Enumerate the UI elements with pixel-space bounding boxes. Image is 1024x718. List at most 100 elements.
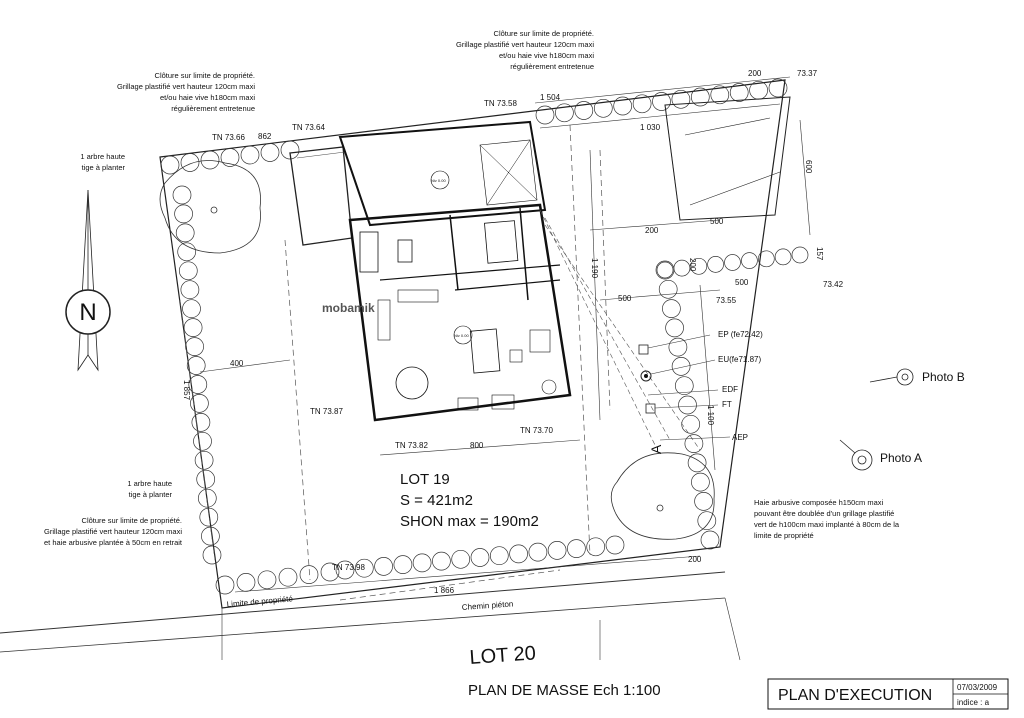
dimension: 400 bbox=[230, 359, 244, 368]
svg-text:et/ou haie vive h180cm maxi: et/ou haie vive h180cm maxi bbox=[499, 51, 594, 60]
lot-shon: SHON max = 190m2 bbox=[400, 513, 539, 530]
dimension: 862 bbox=[258, 132, 272, 141]
hedge-shrub bbox=[528, 542, 548, 562]
hedge-shrub bbox=[757, 250, 775, 268]
hedge-shrub bbox=[671, 89, 691, 109]
note-fence-top-right: Clôture sur limite de propriété. Grillag… bbox=[456, 29, 594, 71]
hedge-shrub bbox=[197, 488, 217, 508]
hedge-shrub bbox=[509, 544, 528, 564]
network-ft: FT bbox=[722, 400, 732, 409]
spot-level: 73.37 bbox=[797, 69, 818, 78]
dimension: 600 bbox=[804, 160, 813, 174]
svg-text:Clôture sur limite de propriét: Clôture sur limite de propriété. bbox=[82, 516, 182, 525]
hedge-shrub bbox=[674, 376, 694, 396]
svg-text:limite de propriété: limite de propriété bbox=[754, 531, 814, 540]
hedge-shrub bbox=[177, 242, 197, 262]
hedge-shrub bbox=[768, 78, 788, 98]
hedge-shrub bbox=[278, 567, 298, 587]
title-block-stamp: PLAN D'EXECUTION bbox=[778, 687, 932, 704]
north-arrow-icon bbox=[65, 189, 111, 372]
dimension: 1 100 bbox=[706, 405, 715, 426]
hedge-shrub bbox=[199, 507, 219, 527]
spot-level: TN 73.98 bbox=[332, 563, 365, 572]
hedge-shrub bbox=[690, 87, 710, 107]
hedge-shrub bbox=[393, 555, 413, 574]
hedge-shrub bbox=[691, 472, 710, 492]
room-level: Niv 0.00 bbox=[431, 178, 446, 183]
network-ep: EP (fe72.42) bbox=[718, 330, 763, 339]
hedge-shrub bbox=[190, 394, 209, 413]
path-label: Chemin piéton bbox=[462, 599, 514, 612]
hedge-shrub bbox=[586, 537, 606, 557]
hedge-shrub bbox=[335, 560, 355, 580]
hedge-shrub bbox=[567, 539, 586, 558]
network-edf: EDF bbox=[722, 385, 738, 394]
hedge-shrub bbox=[180, 280, 200, 300]
hedge-shrub bbox=[658, 279, 678, 299]
hedge-shrub bbox=[632, 94, 652, 114]
hedge-shrub bbox=[196, 469, 216, 489]
hedge-shrub bbox=[194, 450, 214, 470]
hedge-shrub bbox=[236, 573, 256, 592]
eu-marker bbox=[640, 370, 652, 382]
svg-text:Clôture sur limite de propriét: Clôture sur limite de propriété. bbox=[494, 29, 594, 38]
hedge-shrub bbox=[280, 140, 300, 160]
svg-text:Grillage plastifié vert hauteu: Grillage plastifié vert hauteur 120cm ma… bbox=[117, 82, 255, 91]
drawing-title: PLAN DE MASSE Ech 1:100 bbox=[468, 682, 661, 699]
svg-text:tige à planter: tige à planter bbox=[129, 490, 173, 499]
dimension: 200 bbox=[645, 226, 659, 235]
svg-text:1 arbre haute: 1 arbre haute bbox=[80, 152, 125, 161]
hedge-shrub bbox=[700, 530, 720, 550]
svg-text:régulièrement entretenue: régulièrement entretenue bbox=[171, 104, 255, 113]
hedge-shrub bbox=[186, 356, 206, 375]
spot-level: TN 73.87 bbox=[310, 407, 343, 416]
hedge-shrub bbox=[260, 143, 280, 162]
photo-b-label: Photo B bbox=[922, 370, 965, 384]
hedge-shrub bbox=[172, 185, 192, 205]
hedge-shrub bbox=[257, 570, 277, 590]
hedge-shrub bbox=[574, 101, 594, 120]
hedge-shrub bbox=[160, 155, 180, 175]
hedge-shrub bbox=[188, 375, 208, 394]
hedge-shrub bbox=[724, 254, 741, 271]
hedge-shrub bbox=[707, 256, 724, 273]
hedge-shrub bbox=[432, 551, 451, 571]
hedge-row bbox=[160, 78, 809, 595]
photo-a-label: Photo A bbox=[880, 451, 922, 465]
note-fence-top-left: Clôture sur limite de propriété. Grillag… bbox=[117, 71, 255, 113]
svg-text:Grillage plastifié vert hauteu: Grillage plastifié vert hauteur 120cm ma… bbox=[456, 40, 594, 49]
hedge-shrub bbox=[374, 557, 393, 576]
hedge-shrub bbox=[690, 257, 708, 275]
hedge-shrub bbox=[710, 85, 730, 105]
lot-name: LOT 19 bbox=[400, 471, 450, 488]
spot-level: TN 73.58 bbox=[484, 99, 517, 108]
hedge-shrub bbox=[741, 252, 758, 269]
network-eu: EU(fe71.87) bbox=[718, 355, 761, 364]
hedge-shrub bbox=[202, 545, 222, 565]
hedge-shrub bbox=[774, 248, 792, 266]
note-hedge-right: Haie arbusive composée h150cm maxi pouva… bbox=[754, 498, 900, 540]
hedge-shrub bbox=[193, 431, 212, 451]
dimension: 500 bbox=[710, 217, 724, 226]
hedge-shrub bbox=[673, 259, 691, 277]
tree-top bbox=[159, 160, 261, 254]
svg-text:et haie arbusive plantée à 50c: et haie arbusive plantée à 50cm en retra… bbox=[44, 538, 183, 547]
dimension: 200 bbox=[748, 69, 762, 78]
spot-level: TN 73.66 bbox=[212, 133, 245, 142]
svg-text:1 arbre haute: 1 arbre haute bbox=[127, 479, 172, 488]
hedge-shrub bbox=[182, 299, 201, 319]
hedge-shrub bbox=[697, 511, 717, 531]
hedge-shrub bbox=[215, 575, 235, 595]
tree-bottom bbox=[610, 452, 715, 540]
hedge-shrub bbox=[729, 83, 749, 102]
ep-marker bbox=[638, 344, 649, 355]
watermark-brand: mobamik bbox=[322, 301, 375, 315]
hedge-shrub bbox=[678, 395, 697, 415]
hedge-shrub bbox=[175, 223, 195, 243]
hedge-shrub bbox=[320, 562, 340, 582]
hedge-shrub bbox=[354, 558, 374, 578]
hedge-shrub bbox=[555, 103, 574, 123]
hedge-shrub bbox=[470, 548, 490, 567]
hedge-shrub bbox=[605, 535, 625, 555]
